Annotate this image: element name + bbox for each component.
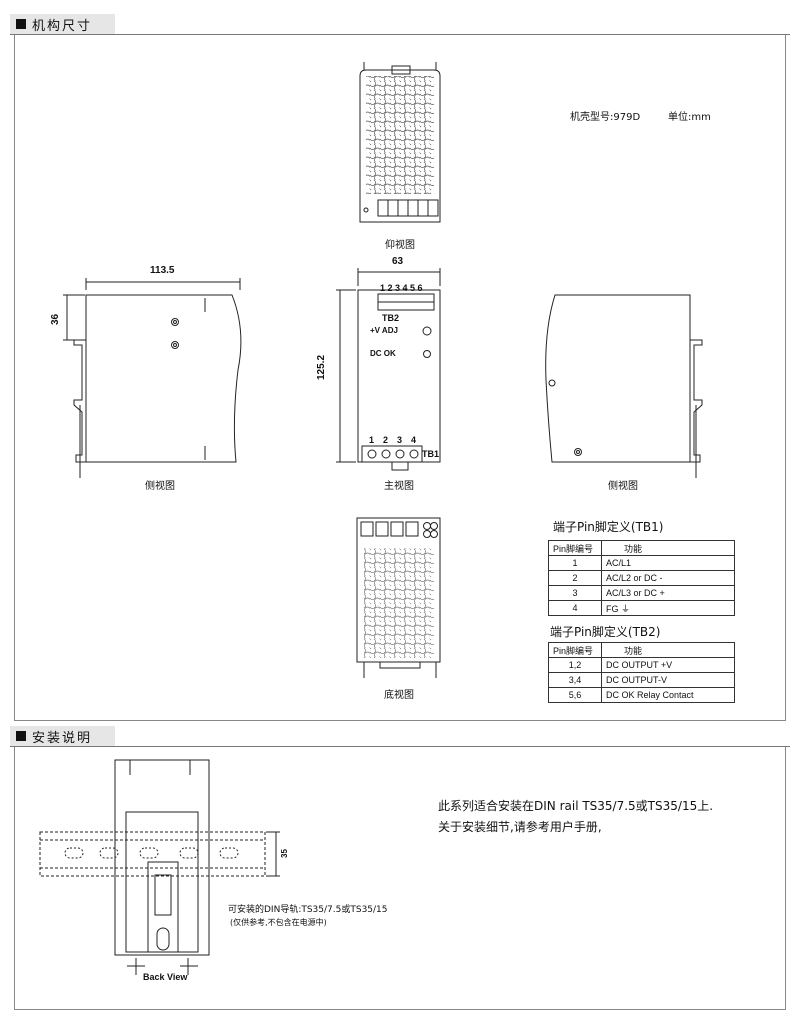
frame-bottom (14, 1009, 786, 1010)
left-side-view (63, 278, 242, 478)
function-cell: DC OK Relay Contact (601, 687, 735, 703)
function-cell: AC/L2 or DC - (601, 570, 735, 586)
section-divider (10, 746, 790, 747)
square-bullet-icon (16, 19, 26, 29)
tb1-pin-4: 4 (411, 435, 417, 445)
tb1-pin-2: 2 (383, 435, 389, 445)
back-view-label: Back View (143, 972, 188, 982)
function-text: FG (606, 603, 619, 614)
table-row: 5,6 DC OK Relay Contact (548, 687, 735, 703)
caption-left-side-view: 侧视图 (145, 481, 175, 492)
frame-left (14, 35, 15, 720)
frame-right (785, 747, 786, 1009)
tb2-pin-numbers: 1 2 3 4 5 6 (380, 283, 423, 293)
header-function: 功能 (601, 540, 735, 556)
square-bullet-icon (16, 731, 26, 741)
function-cell: DC OUTPUT-V (601, 672, 735, 688)
right-side-view (545, 294, 703, 478)
bottom-view (356, 517, 441, 678)
caption-right-side-view: 侧视图 (608, 481, 638, 492)
pin-cell: 3,4 (548, 672, 602, 688)
table-header-row: Pin脚编号 功能 (548, 642, 735, 658)
frame-right (785, 35, 786, 720)
section-title: 安装说明 (32, 730, 93, 746)
pin-cell: 4 (548, 600, 602, 616)
section-header-dimensions: 机构尺寸 (10, 14, 115, 34)
function-cell: AC/L1 (601, 555, 735, 571)
install-back-view (39, 759, 280, 975)
tb1-label: TB1 (422, 449, 440, 459)
top-view (359, 62, 441, 223)
install-note-line2: 关于安装细节,请参考用户手册, (438, 820, 602, 834)
function-cell: DC OUTPUT +V (601, 657, 735, 673)
section-title: 机构尺寸 (32, 18, 93, 34)
table-row: 1 AC/L1 (548, 555, 735, 571)
tb1-pin-table: Pin脚编号 功能 1 AC/L1 2 AC/L2 or DC - 3 AC/L… (548, 540, 735, 616)
dim-width: 63 (392, 256, 404, 267)
function-cell: AC/L3 or DC + (601, 585, 735, 601)
install-note-line1: 此系列适合安装在DIN rail TS35/7.5或TS35/15上. (438, 799, 714, 813)
tb2-table-title: 端子Pin脚定义(TB2) (550, 625, 661, 639)
rail-dimension: 35 (280, 849, 289, 858)
tb1-pin-3: 3 (397, 435, 403, 445)
section-header-install: 安装说明 (10, 726, 115, 746)
frame-bottom (14, 720, 786, 721)
tb1-pin-1: 1 (369, 435, 375, 445)
caption-front-view: 主视图 (384, 481, 414, 492)
header-pin: Pin脚编号 (548, 642, 602, 658)
caption-top-view: 仰视图 (385, 240, 415, 251)
case-model: 机壳型号:979D (570, 112, 641, 123)
tb2-label: TB2 (382, 313, 400, 323)
pin-cell: 2 (548, 570, 602, 586)
tb1-table-title: 端子Pin脚定义(TB1) (553, 520, 664, 534)
table-row: 3 AC/L3 or DC + (548, 585, 735, 601)
table-row: 4 FG ⏚ (548, 600, 735, 616)
table-header-row: Pin脚编号 功能 (548, 540, 735, 556)
dim-depth: 113.5 (150, 265, 175, 276)
table-row: 2 AC/L2 or DC - (548, 570, 735, 586)
rail-subnote: (仅供参考,不包含在电源中) (230, 918, 327, 927)
frame-left (14, 747, 15, 1009)
function-cell: FG ⏚ (601, 600, 735, 616)
header-function: 功能 (601, 642, 735, 658)
rail-note: 可安装的DIN导轨:TS35/7.5或TS35/15 (228, 905, 388, 915)
unit-label: 单位:mm (668, 112, 711, 123)
pin-cell: 1 (548, 555, 602, 571)
front-view (336, 268, 441, 471)
pin-cell: 5,6 (548, 687, 602, 703)
pin-cell: 1,2 (548, 657, 602, 673)
tb2-pin-table: Pin脚编号 功能 1,2 DC OUTPUT +V 3,4 DC OUTPUT… (548, 642, 735, 703)
table-row: 1,2 DC OUTPUT +V (548, 657, 735, 673)
vadj-label: +V ADJ (370, 326, 398, 335)
section-divider (10, 34, 790, 35)
pin-cell: 3 (548, 585, 602, 601)
dc-ok-label: DC OK (370, 349, 396, 358)
dim-height: 125.2 (316, 354, 327, 380)
ground-icon: ⏚ (621, 603, 631, 614)
caption-bottom-view: 底视图 (384, 690, 414, 701)
dim-rail-offset: 36 (50, 313, 61, 325)
table-row: 3,4 DC OUTPUT-V (548, 672, 735, 688)
header-pin: Pin脚编号 (548, 540, 602, 556)
